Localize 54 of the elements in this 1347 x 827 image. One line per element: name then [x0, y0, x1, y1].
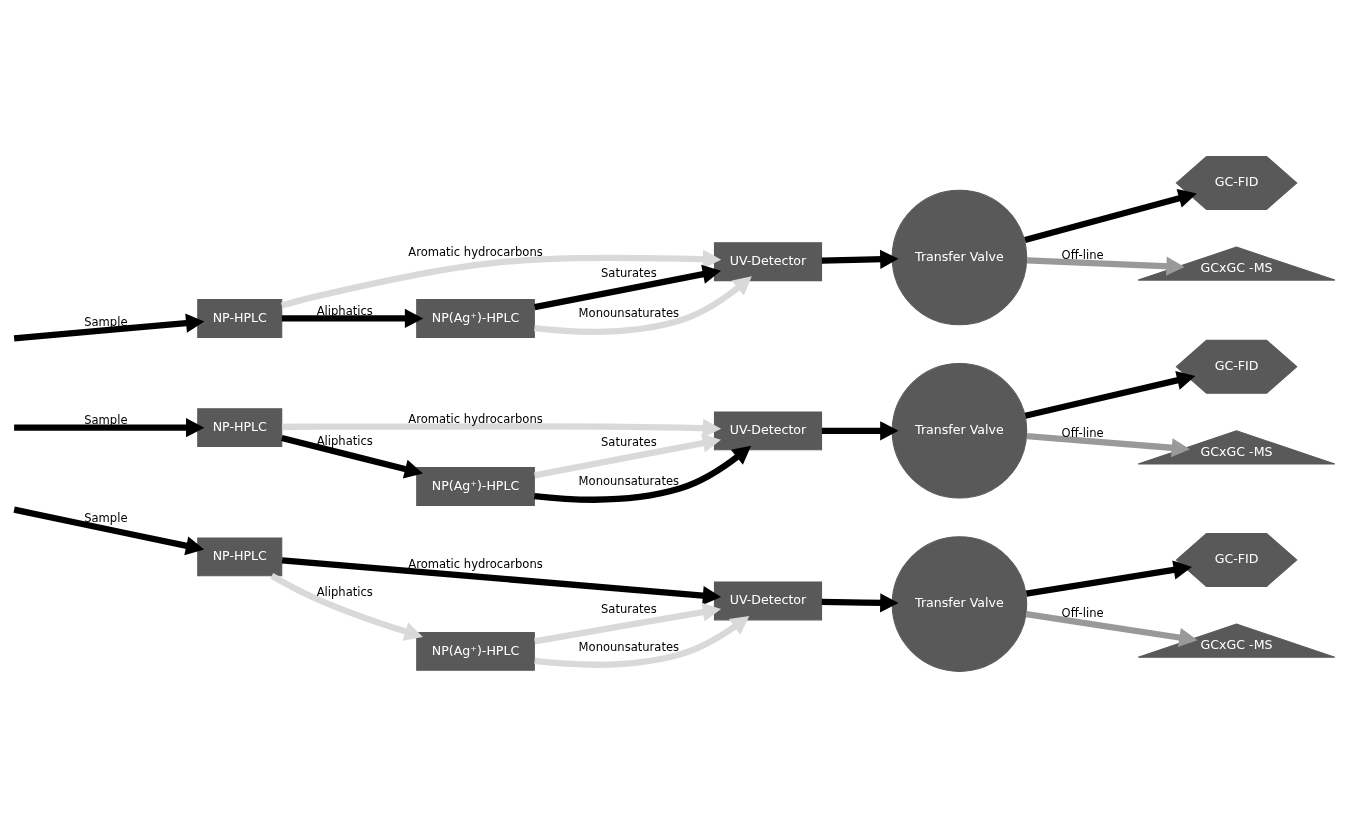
arrow — [821, 249, 898, 269]
arrow — [1025, 610, 1197, 647]
arrow — [280, 434, 423, 478]
arrow — [1023, 188, 1197, 243]
node-box: UV-Detector — [713, 241, 822, 281]
edge-label: Aromatic hydrocarbons — [407, 556, 543, 571]
node-box: NP-HPLC — [196, 298, 282, 338]
arrow — [1024, 370, 1195, 419]
node-circle: Transfer Valve — [891, 189, 1027, 325]
edge-label: Aliphatics — [316, 303, 373, 318]
edge-label: Aliphatics — [316, 433, 373, 448]
node-box: UV-Detector — [713, 410, 822, 450]
edge-label: Aliphatics — [316, 583, 373, 598]
node-box: NP(Ag⁺)-HPLC — [415, 298, 535, 338]
node-circle: Transfer Valve — [891, 535, 1027, 672]
arrow — [1026, 432, 1190, 457]
edge-label: Sample — [83, 412, 127, 427]
edge-label: Monounsaturates — [578, 305, 679, 320]
edge-label: Aromatic hydrocarbons — [407, 411, 543, 426]
arrow — [821, 592, 898, 612]
arrow — [821, 420, 898, 440]
edge-label: Sample — [83, 314, 127, 329]
arrow — [533, 264, 721, 310]
arrow — [13, 417, 204, 437]
arrow — [12, 506, 204, 555]
arrow — [281, 308, 423, 328]
edge-label: Off-line — [1061, 247, 1104, 262]
node-box: NP(Ag⁺)-HPLC — [415, 631, 535, 671]
edge-label: Aromatic hydrocarbons — [407, 244, 543, 259]
arrow — [1025, 559, 1192, 597]
arrow — [269, 572, 423, 641]
arrow — [533, 602, 721, 644]
edge-label: Saturates — [600, 601, 657, 616]
arrow — [533, 615, 749, 668]
arrow — [1026, 256, 1185, 276]
arrow — [281, 556, 721, 605]
edge-label: Off-line — [1061, 425, 1104, 440]
arrow — [13, 313, 204, 341]
node-box: NP-HPLC — [196, 536, 282, 576]
edge-label: Sample — [83, 510, 127, 525]
arrow — [533, 433, 721, 478]
node-box: NP-HPLC — [196, 407, 282, 447]
edge-label: Monounsaturates — [578, 473, 679, 488]
edge-label: Monounsaturates — [578, 639, 679, 654]
edge-label: Saturates — [600, 434, 657, 449]
node-box: NP(Ag⁺)-HPLC — [415, 466, 535, 506]
arrow — [533, 275, 752, 335]
edge-label: Saturates — [600, 265, 657, 280]
edge-label: Off-line — [1061, 605, 1104, 619]
arrow — [533, 445, 751, 503]
node-circle: Transfer Valve — [891, 362, 1027, 499]
node-box: UV-Detector — [713, 581, 822, 620]
arrow — [280, 249, 721, 309]
arrow — [281, 418, 721, 438]
